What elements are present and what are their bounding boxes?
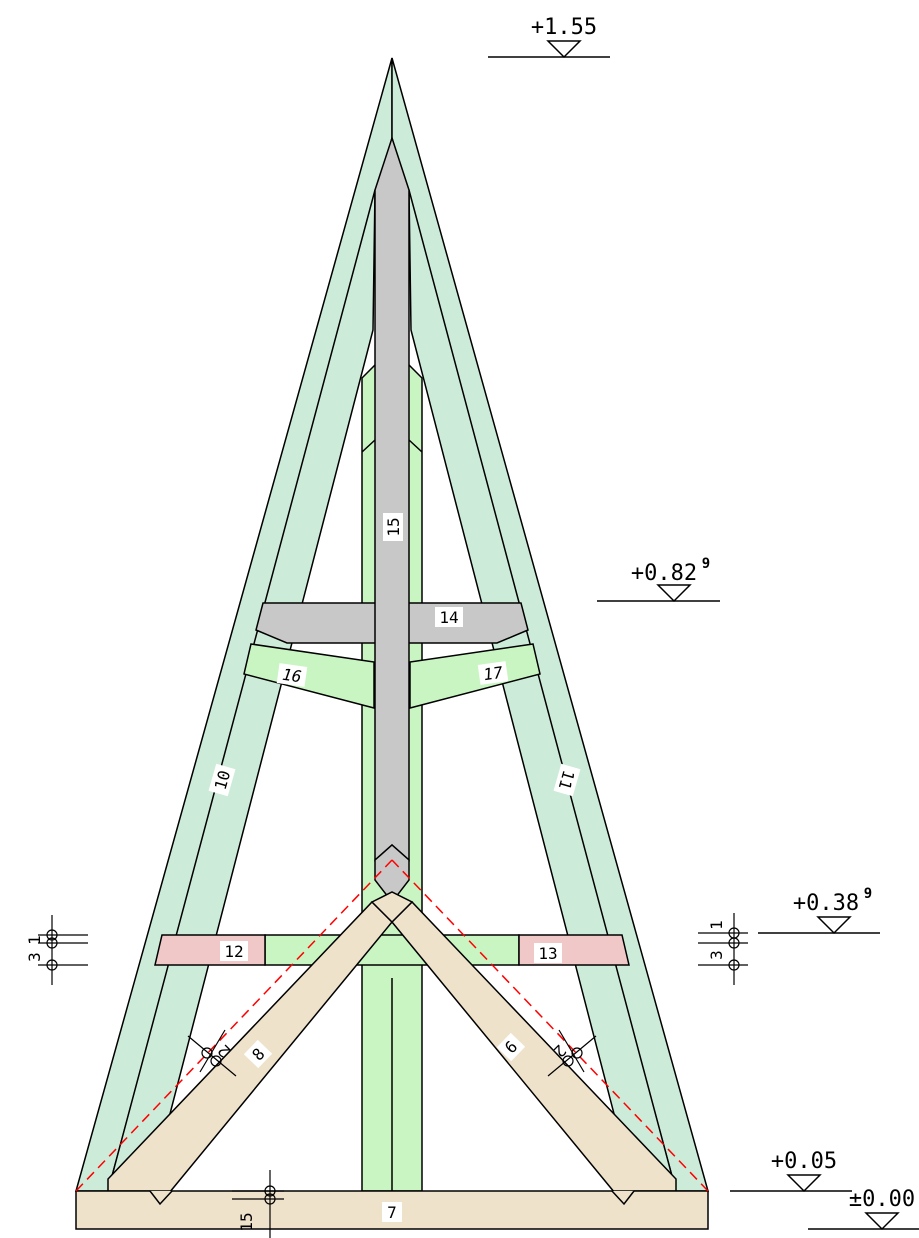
svg-text:3: 3: [25, 952, 44, 962]
member-12: [154, 934, 266, 966]
reference-line-right: [391, 859, 709, 1192]
svg-text:14: 14: [439, 608, 458, 627]
svg-text:1: 1: [25, 935, 44, 945]
svg-text:+0.05: +0.05: [771, 1149, 837, 1174]
svg-text:9: 9: [864, 886, 872, 902]
level-marker-upper: +0.82 9: [597, 556, 720, 603]
post-bevel-right: [408, 439, 423, 453]
sill-notch-right: [611, 1190, 635, 1206]
level-marker-base: +0.05: [730, 1149, 852, 1193]
label-9: 9: [496, 1032, 526, 1062]
svg-text:+1.55: +1.55: [531, 15, 597, 40]
post-bevel-left: [361, 439, 376, 453]
svg-text:15: 15: [237, 1212, 256, 1231]
level-marker-middle: +0.38 9: [758, 886, 880, 935]
svg-text:9: 9: [702, 556, 710, 572]
svg-text:1: 1: [707, 920, 726, 930]
label-7: 7: [382, 1202, 402, 1222]
svg-text:13: 13: [538, 944, 557, 963]
svg-text:7: 7: [387, 1203, 397, 1222]
dimension-right: 1 3: [698, 913, 748, 985]
svg-text:11: 11: [555, 768, 579, 792]
svg-text:+0.82: +0.82: [631, 561, 697, 586]
svg-text:15: 15: [384, 517, 403, 536]
svg-text:+0.38: +0.38: [793, 891, 859, 916]
level-marker-ground: ±0.00: [808, 1187, 919, 1231]
svg-text:17: 17: [482, 663, 504, 685]
member-15: [374, 135, 410, 862]
dimension-sill: 15: [232, 1170, 284, 1238]
member-16: [243, 643, 375, 709]
sill-notch-left: [149, 1190, 173, 1206]
tie-middle: [264, 934, 520, 966]
label-11: 11: [553, 763, 581, 797]
label-13: 13: [534, 943, 562, 963]
svg-text:12: 12: [224, 942, 243, 961]
label-10: 10: [208, 763, 236, 797]
brace-apex: [370, 891, 414, 924]
level-marker-top: +1.55: [488, 15, 610, 59]
label-17: 17: [477, 661, 509, 685]
svg-text:3: 3: [707, 950, 726, 960]
reference-line-left: [75, 859, 393, 1192]
dimension-left: 3 1: [25, 915, 88, 985]
label-8: 8: [243, 1039, 273, 1069]
king-post-foot: [374, 843, 410, 904]
label-15: 15: [383, 513, 403, 541]
svg-text:10: 10: [211, 768, 235, 792]
svg-text:±0.00: ±0.00: [849, 1187, 915, 1212]
member-17: [409, 643, 541, 709]
label-14: 14: [435, 607, 463, 627]
label-12: 12: [220, 941, 248, 961]
label-16: 16: [276, 663, 308, 687]
svg-text:16: 16: [281, 665, 303, 686]
